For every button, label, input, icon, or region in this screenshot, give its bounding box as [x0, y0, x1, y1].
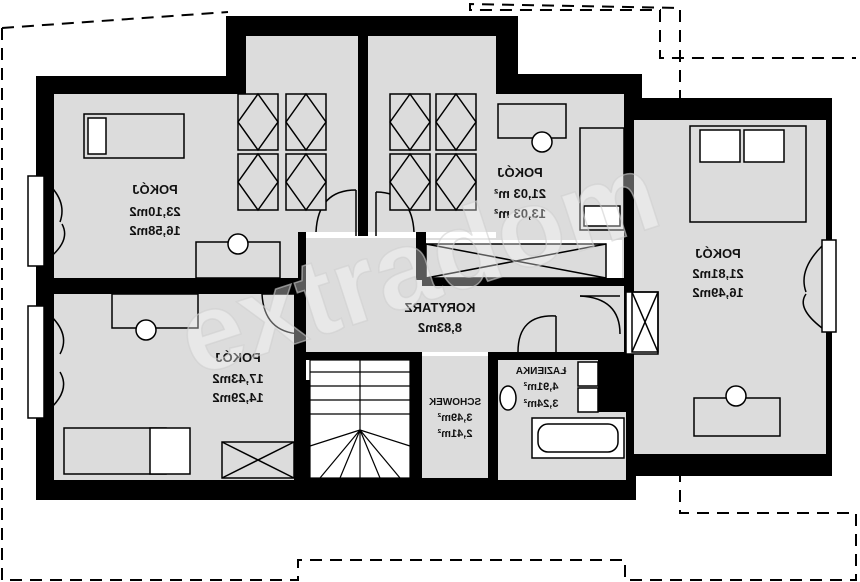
room-top-left-area1: 23,10m2 — [129, 204, 180, 219]
room-top-left-name: POKÓJ — [132, 182, 178, 197]
room-bottom-left-name: POKÓJ — [215, 350, 261, 365]
roof-outline-left — [1, 11, 229, 29]
bathroom-name: ŁAZIENKA — [516, 366, 567, 377]
desks — [111, 103, 781, 437]
bathroom-area2: 3,24m² — [523, 398, 558, 410]
wardrobes — [221, 92, 659, 479]
corridor-name: KORYTARZ — [405, 300, 476, 315]
room-right-area2: 16,49m2 — [692, 285, 743, 300]
beds — [63, 113, 807, 475]
room-top-middle-name: POKÓJ — [497, 165, 543, 180]
room-top-middle-area2: 13,03 m² — [493, 206, 546, 221]
bathroom-area1: 4,91m² — [523, 381, 558, 393]
storage-area1: 3,49m² — [437, 412, 472, 424]
interior-walls — [54, 36, 634, 480]
storage-name: SCHOWEK — [428, 397, 481, 408]
corridor-area1: 8,83m2 — [418, 320, 462, 335]
bathroom-fixtures — [499, 361, 625, 459]
floor-storage — [422, 356, 488, 478]
room-right-name: POKÓJ — [695, 246, 741, 261]
room-top-left-area2: 16,58m2 — [129, 223, 180, 238]
floor-bath-white — [498, 460, 626, 480]
storage-area2: 2,41m² — [437, 428, 472, 440]
labels: POKÓJ 23,10m2 16,58m2 POKÓJ 21,03 m² 13,… — [129, 165, 743, 440]
room-bottom-left-area2: 14,29m2 — [212, 390, 263, 405]
stairs — [309, 359, 411, 479]
room-bottom-left-area1: 17,43m2 — [212, 371, 263, 386]
room-right-area1: 21,81m2 — [692, 266, 743, 281]
room-top-middle-area1: 21,03 m² — [493, 186, 546, 201]
